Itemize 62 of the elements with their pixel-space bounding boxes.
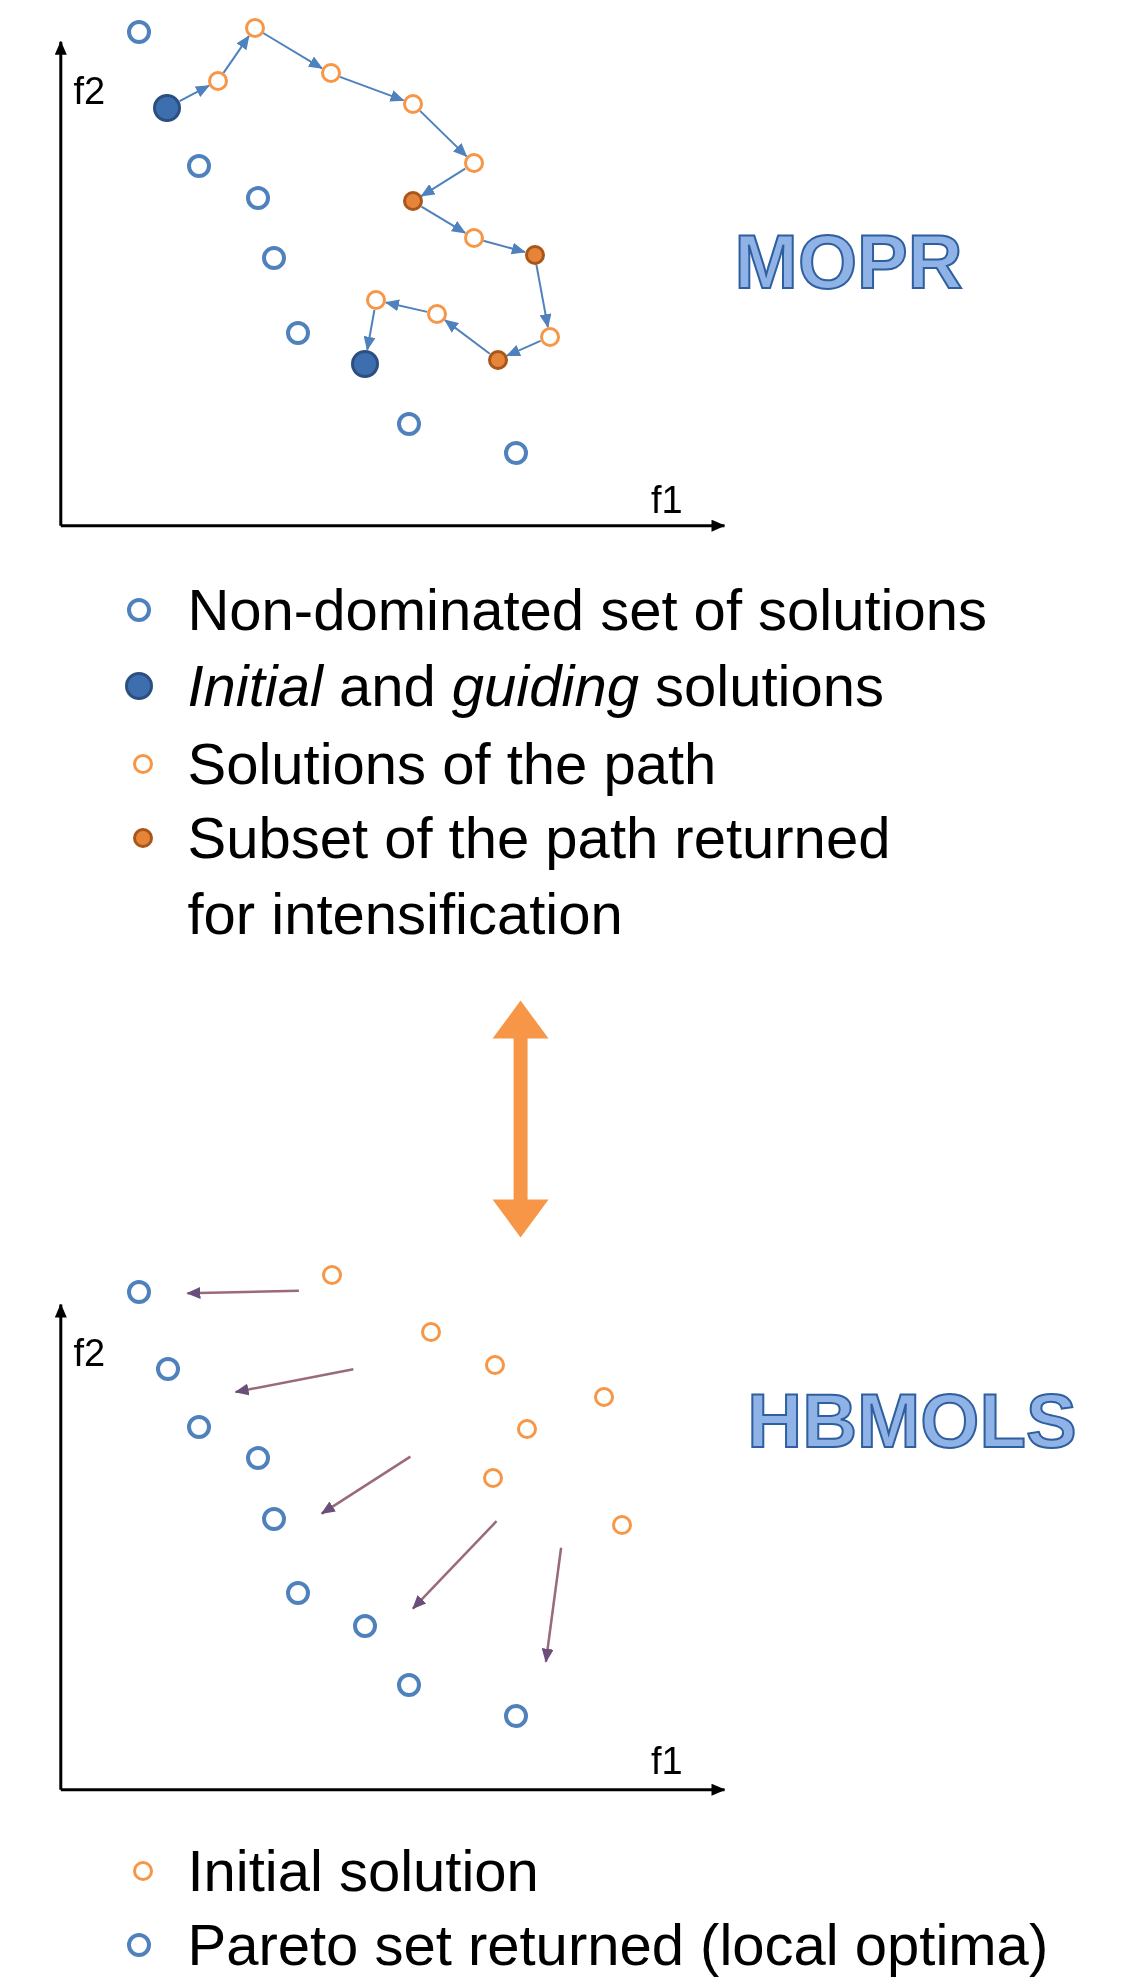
hollow-circle-point — [156, 1357, 181, 1382]
hollow-circle-point — [463, 228, 484, 249]
arrow — [420, 205, 467, 234]
hollow-circle-point — [482, 1468, 503, 1489]
axis-label: f2 — [73, 72, 106, 111]
hollow-circle-point — [397, 412, 422, 437]
hollow-circle-point — [352, 1614, 377, 1639]
hollow-circle-point — [261, 246, 286, 271]
arrow — [505, 339, 542, 357]
hollow-circle-point — [539, 326, 560, 347]
axis-label: f1 — [651, 481, 683, 520]
hollow-circle-point — [516, 1418, 537, 1439]
hollow-circle-point — [186, 153, 211, 178]
legend-text: Initial solution — [187, 1836, 540, 1905]
hollow-circle-point — [207, 71, 228, 92]
filled-circle-point — [402, 191, 423, 212]
hollow-circle-point — [244, 17, 265, 38]
hollow-circle-point — [397, 1672, 422, 1697]
hollow-circle-point — [320, 63, 341, 84]
filled-circle-point — [153, 93, 182, 122]
legend-text: Initial and guiding solutions — [187, 652, 885, 721]
hollow-circle-point — [463, 153, 484, 174]
hollow-circle-point — [285, 321, 310, 346]
hollow-circle-point — [186, 1415, 211, 1440]
legend-text: Solutions of the path — [187, 729, 718, 798]
hollow-circle-point — [594, 1387, 615, 1408]
axis-label: f1 — [651, 1741, 683, 1780]
filled-circle-point — [350, 349, 379, 378]
hollow-circle-point — [261, 1506, 286, 1531]
hollow-circle-point — [503, 1704, 528, 1729]
hollow-circle-point — [485, 1355, 506, 1376]
hollow-circle-point — [246, 1445, 271, 1470]
hollow-circle-point — [366, 290, 387, 311]
arrow — [384, 299, 429, 313]
hollow-circle-point — [426, 304, 447, 325]
legend-text: Pareto set returned (local optima) — [187, 1911, 1050, 1980]
axis-label: f2 — [73, 1333, 106, 1372]
arrow — [338, 75, 405, 102]
hollow-circle-point — [246, 185, 271, 210]
arrow — [262, 32, 323, 70]
hollow-circle-point — [611, 1514, 632, 1535]
hollow-circle-point — [127, 19, 152, 44]
arrow — [482, 239, 526, 255]
hollow-circle-point — [402, 93, 423, 114]
legend-text: Subset of the path returned for intensification — [187, 804, 892, 948]
filled-circle-point — [487, 349, 508, 370]
hollow-circle-point — [285, 1581, 310, 1606]
arrow — [419, 109, 468, 158]
arrow — [535, 263, 552, 329]
panel-title: HBMOLS — [747, 1383, 1077, 1460]
panel-title: MOPR — [734, 224, 963, 301]
legend-text: Non-dominated set of solutions — [187, 576, 989, 645]
arrow — [420, 167, 467, 198]
arrow — [363, 309, 376, 351]
arrow — [178, 84, 210, 103]
arrow — [443, 319, 491, 355]
hollow-circle-point — [321, 1265, 342, 1286]
hollow-circle-point — [420, 1322, 441, 1343]
hollow-circle-point — [503, 441, 528, 466]
hollow-circle-point — [127, 1279, 152, 1304]
arrow — [222, 35, 250, 74]
filled-circle-point — [524, 244, 545, 265]
